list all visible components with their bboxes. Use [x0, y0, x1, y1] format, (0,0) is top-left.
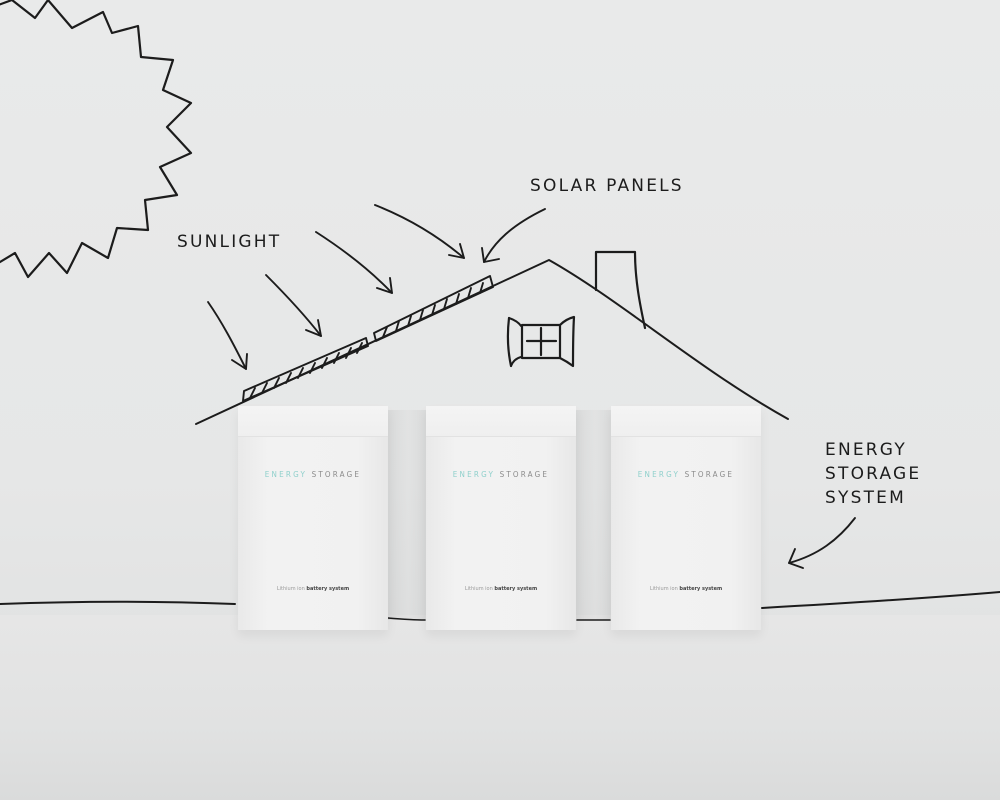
sunlight-label: SUNLIGHT	[177, 232, 282, 252]
solar-panels-label: SOLAR PANELS	[530, 176, 684, 196]
unit-tagline: Lithium ion battery system	[238, 586, 388, 592]
arrow-icon	[207, 204, 856, 569]
tag-light: Lithium ion	[464, 586, 493, 592]
sun-icon	[0, 0, 193, 279]
unit-tagline: Lithium ion battery system	[426, 586, 576, 592]
house-sketch	[195, 250, 789, 425]
unit-gap-shadow	[575, 410, 615, 620]
label-line-1: ENERGY	[825, 440, 907, 460]
brand-accent: ENERGY	[264, 470, 308, 479]
floor	[0, 615, 1000, 800]
unit-lid	[238, 406, 388, 437]
ground-line	[0, 600, 236, 605]
solar-panels-sketch	[242, 275, 494, 402]
unit-brand: ENERGY STORAGE	[238, 470, 388, 479]
unit-brand: ENERGY STORAGE	[426, 470, 576, 479]
unit-brand: ENERGY STORAGE	[611, 470, 761, 479]
unit-lid	[611, 406, 761, 437]
battery-unit-3: ENERGY STORAGE Lithium ion battery syste…	[611, 406, 761, 630]
unit-gap-shadow	[388, 410, 428, 620]
brand-main: STORAGE	[684, 470, 735, 479]
brand-main: STORAGE	[499, 470, 550, 479]
tag-light: Lithium ion	[649, 586, 678, 592]
energy-storage-system-label: ENERGY STORAGE SYSTEM	[825, 438, 921, 510]
unit-lid	[426, 406, 576, 437]
tag-bold: battery system	[679, 586, 723, 592]
brand-accent: ENERGY	[452, 470, 496, 479]
unit-tagline: Lithium ion battery system	[611, 586, 761, 592]
tag-bold: battery system	[494, 586, 538, 592]
label-line-2: STORAGE	[825, 464, 922, 484]
brand-accent: ENERGY	[637, 470, 681, 479]
battery-unit-2: ENERGY STORAGE Lithium ion battery syste…	[426, 406, 576, 630]
tag-bold: battery system	[306, 586, 350, 592]
brand-main: STORAGE	[311, 470, 362, 479]
tag-light: Lithium ion	[276, 586, 305, 592]
battery-unit-1: ENERGY STORAGE Lithium ion battery syste…	[238, 406, 388, 630]
label-line-3: SYSTEM	[825, 488, 906, 508]
